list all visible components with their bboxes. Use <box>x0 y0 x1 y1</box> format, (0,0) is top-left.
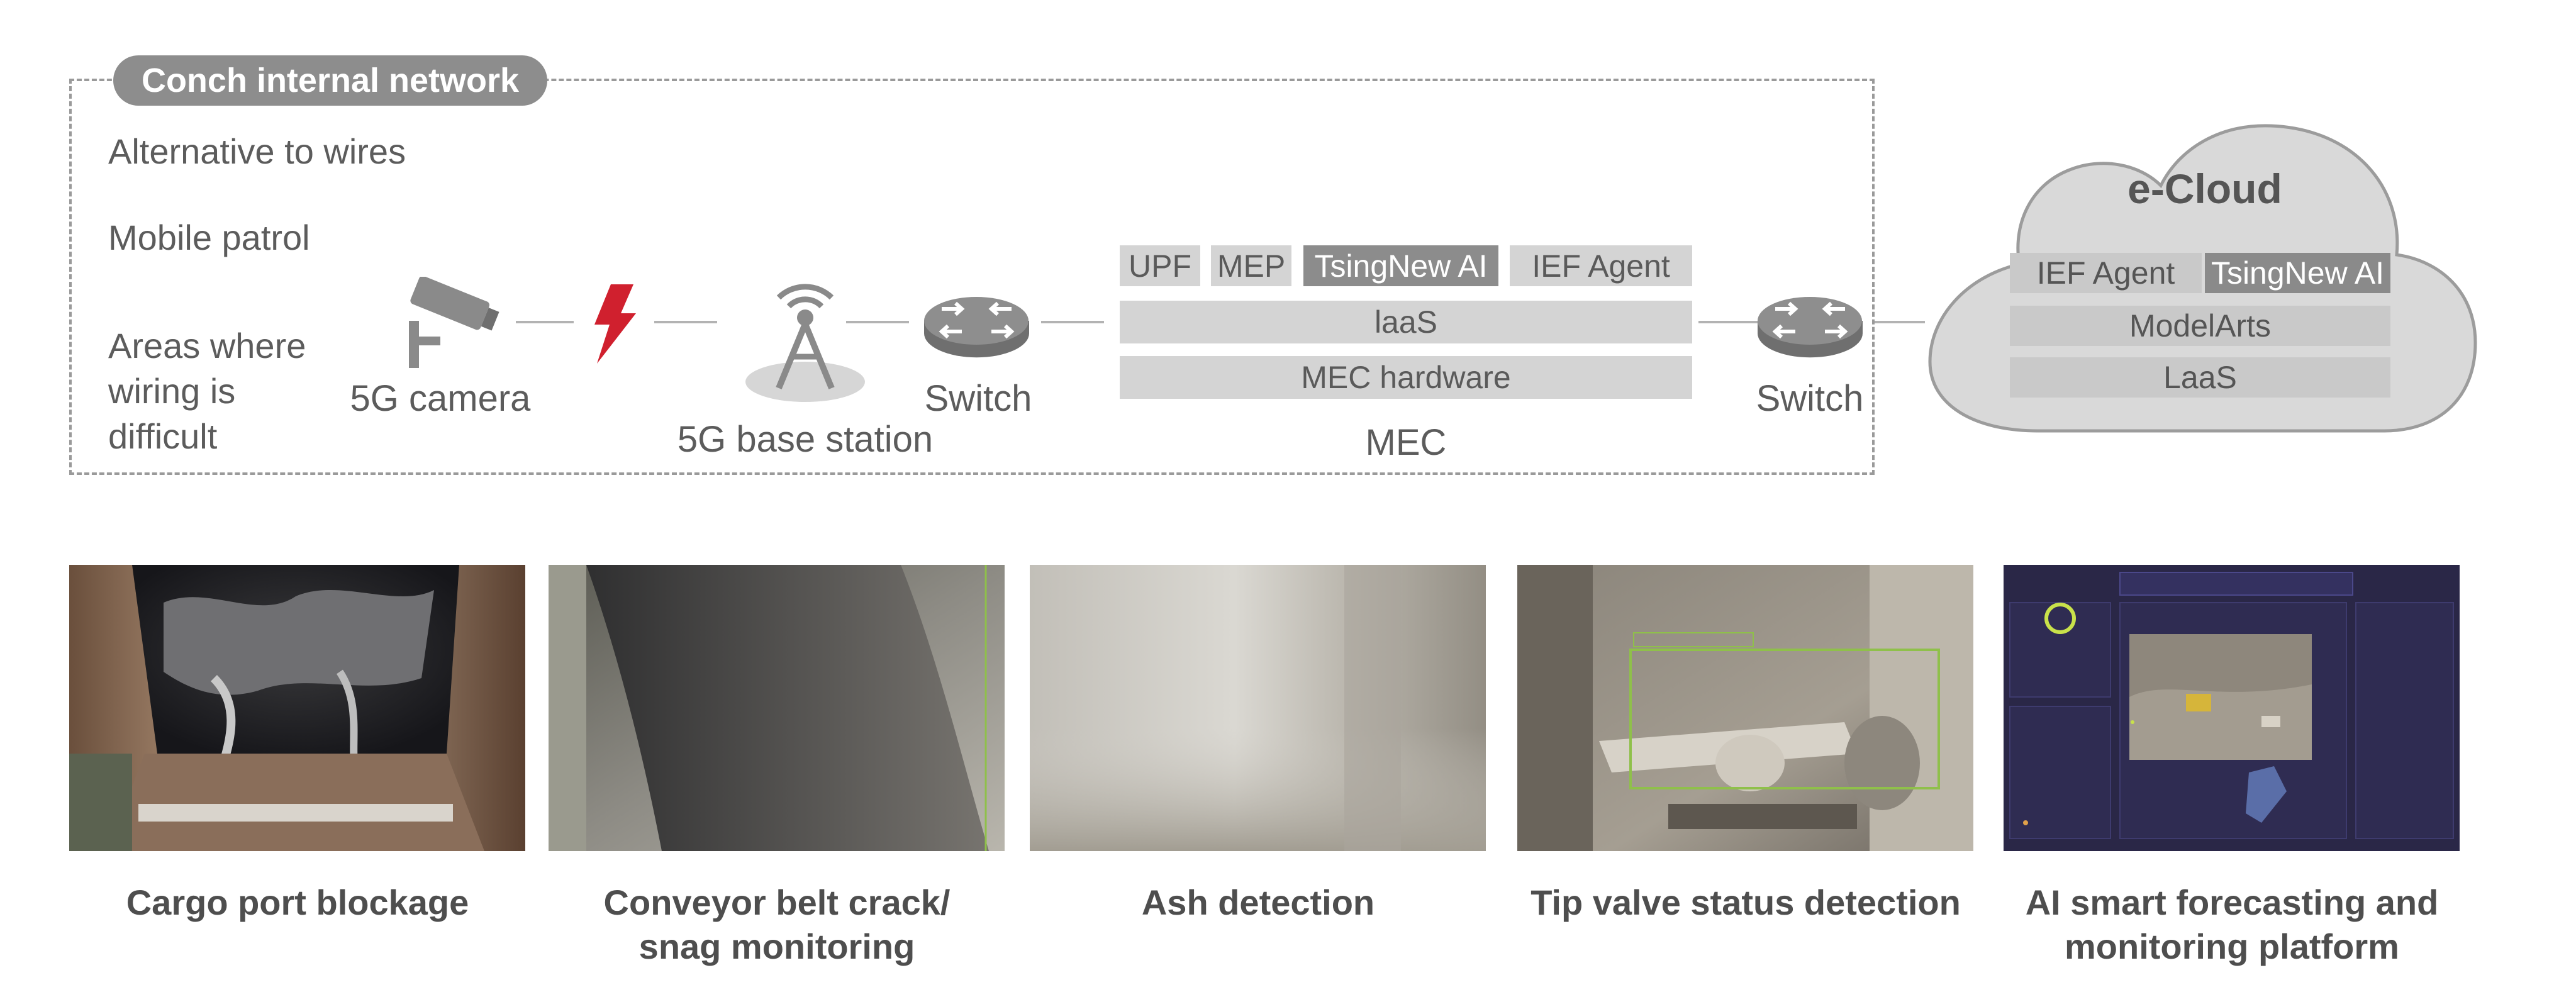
caption-line: Conveyor belt crack/ <box>603 883 951 922</box>
connector-line <box>654 321 717 323</box>
caption-ai-platform: AI smart forecasting and monitoring plat… <box>1974 881 2490 969</box>
internal-network-boundary <box>69 79 1875 475</box>
mec-label: MEC <box>1365 422 1447 463</box>
caption-line: AI smart forecasting and <box>2025 883 2439 922</box>
scenario-areas-line-3: difficult <box>108 416 218 456</box>
caption-conveyor-belt: Conveyor belt crack/ snag monitoring <box>519 881 1035 969</box>
base-station-icon <box>745 284 865 402</box>
mec-mep-box: MEP <box>1211 245 1291 286</box>
switch-2-label: Switch <box>1756 378 1864 419</box>
mec-upf-box: UPF <box>1120 245 1200 286</box>
cloud-laas-box: LaaS <box>2010 357 2390 398</box>
caption-line: Tip valve status detection <box>1531 883 1961 922</box>
caption-cargo-port: Cargo port blockage <box>40 881 555 925</box>
cargo-port-photo <box>69 565 525 851</box>
conveyor-belt-photo <box>549 565 1005 851</box>
switch-1-label: Switch <box>924 378 1032 419</box>
caption-line: monitoring platform <box>2065 927 2399 966</box>
camera-icon <box>409 277 499 368</box>
caption-line: Cargo port blockage <box>126 883 469 922</box>
caption-line: Ash detection <box>1141 883 1375 922</box>
caption-line: snag monitoring <box>638 927 915 966</box>
scenario-alternative-to-wires: Alternative to wires <box>108 131 406 171</box>
connector-line <box>516 321 574 323</box>
caption-tip-valve: Tip valve status detection <box>1488 881 2004 925</box>
connector-line <box>1875 321 1925 323</box>
tip-valve-photo <box>1517 565 1973 851</box>
scenario-mobile-patrol: Mobile patrol <box>108 218 310 257</box>
internal-network-title: Conch internal network <box>113 55 547 106</box>
mec-iaas-box: laaS <box>1120 301 1692 343</box>
connector-line <box>1698 321 1758 323</box>
ai-dashboard-photo <box>2004 565 2460 851</box>
wireless-lightning-icon <box>594 284 636 364</box>
mec-hardware-box: MEC hardware <box>1120 356 1692 399</box>
mec-tsingnew-ai-box: TsingNew AI <box>1303 245 1498 286</box>
camera-label: 5G camera <box>350 378 531 419</box>
cloud-shape <box>1928 124 2477 433</box>
cloud-tsingnew-ai-box: TsingNew AI <box>2205 253 2390 293</box>
switch-icon <box>924 297 1029 358</box>
cloud-ief-agent-box: IEF Agent <box>2010 253 2202 293</box>
mec-ief-agent-box: IEF Agent <box>1510 245 1692 286</box>
cloud-modelarts-box: ModelArts <box>2010 306 2390 346</box>
connector-line <box>1041 321 1104 323</box>
scenario-areas-line-2: wiring is <box>108 371 236 411</box>
switch-icon <box>1758 297 1863 358</box>
cloud-title: e-Cloud <box>2127 165 2282 212</box>
connector-line <box>846 321 909 323</box>
scenario-areas-line-1: Areas where <box>108 326 306 365</box>
ash-detection-photo <box>1030 565 1486 851</box>
base-station-label: 5G base station <box>677 419 934 460</box>
caption-ash-detection: Ash detection <box>1000 881 1516 925</box>
